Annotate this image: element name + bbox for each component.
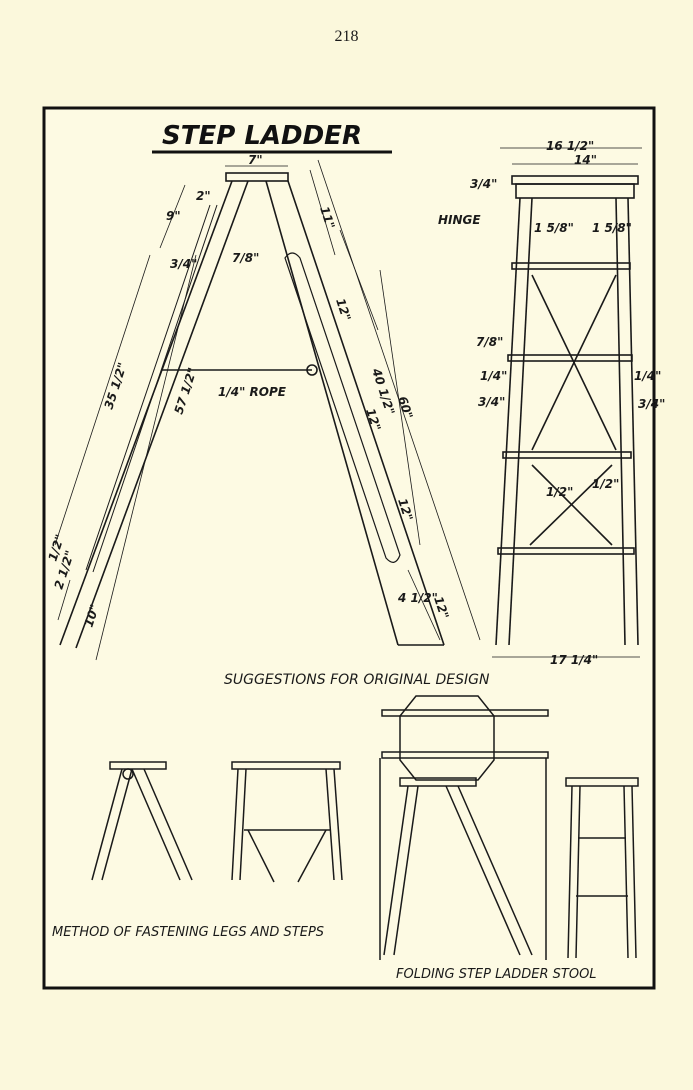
- dim-brace-b: 1/2": [592, 477, 619, 491]
- dim-front-bottom: 12": [431, 595, 451, 621]
- dim-left-a: 1/4": [480, 369, 507, 383]
- folding-stool-drawings: [379, 695, 639, 960]
- dim-top-gap: 7/8": [232, 251, 259, 265]
- dim-stile-1: 1 5/8": [534, 221, 574, 235]
- dim-upper-leg: 9": [166, 209, 181, 223]
- dim-brace-a: 1/2": [546, 485, 573, 499]
- dim-right-a: 1/4": [634, 369, 661, 383]
- dim-left-b: 3/4": [478, 395, 505, 409]
- dim-top-width: 7": [248, 153, 263, 167]
- page-number: 218: [334, 28, 359, 45]
- dim-top-inner: 14": [574, 153, 597, 167]
- dim-step-thick: 7/8": [476, 335, 503, 349]
- caption-stool: FOLDING STEP LADDER STOOL: [396, 967, 597, 982]
- dim-right-b: 3/4": [638, 397, 665, 411]
- hinge-label: HINGE: [438, 213, 481, 227]
- dim-rear-bottom: 10": [82, 603, 102, 629]
- dim-top-drop: 2": [196, 189, 211, 203]
- dim-top-overall: 16 1/2": [546, 139, 594, 153]
- dim-step-space-2: 12": [363, 407, 383, 433]
- plate-title: STEP LADDER: [162, 121, 362, 151]
- dim-base-width: 17 1/4": [550, 653, 598, 667]
- front-view-drawing: [492, 147, 642, 658]
- dim-stile-2: 1 5/8": [592, 221, 632, 235]
- dim-front-overall: 60": [395, 395, 415, 421]
- top-board: [225, 172, 289, 182]
- dim-spacer: 3/4": [170, 257, 197, 271]
- side-view-drawing: [54, 159, 481, 661]
- dim-step-space-3: 12": [395, 497, 415, 523]
- fastening-drawings: [91, 761, 343, 883]
- caption-main: SUGGESTIONS FOR ORIGINAL DESIGN: [224, 672, 490, 688]
- dim-front-low: 4 1/2": [397, 591, 438, 605]
- caption-method: METHOD OF FASTENING LEGS AND STEPS: [52, 925, 324, 940]
- dim-top-thick: 3/4": [470, 177, 497, 191]
- dim-step-space-1: 12": [333, 297, 353, 323]
- rope-label: 1/4" ROPE: [218, 385, 287, 399]
- dim-front-top: 11": [317, 205, 337, 231]
